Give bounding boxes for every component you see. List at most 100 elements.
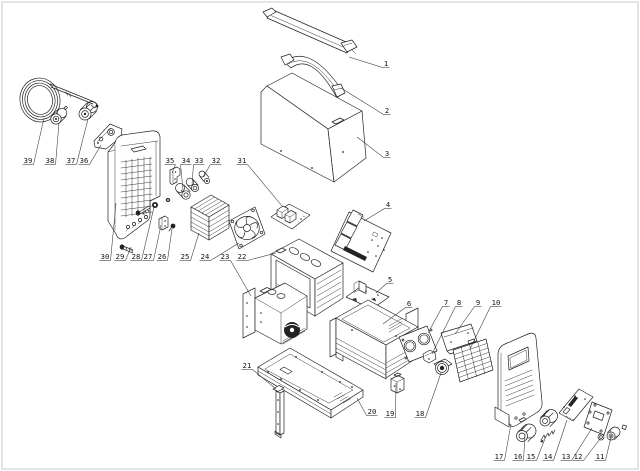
part-number-33: 33 [195, 156, 204, 165]
part-13-overlay-plate [583, 401, 613, 436]
part-32-elbow-fitting [198, 170, 210, 184]
part-39-coiled-cable [19, 77, 99, 123]
callout-6: 6 [382, 299, 413, 325]
callout-26: 26 [156, 228, 173, 261]
callout-37: 37 [65, 118, 89, 165]
part-number-16: 16 [514, 452, 523, 461]
callout-35: 35 [164, 156, 176, 174]
part-number-39: 39 [24, 156, 33, 165]
callout-12: 12 [572, 438, 601, 461]
part-number-13: 13 [562, 452, 571, 461]
part-10-rear-grille [452, 338, 494, 383]
part-35-small-bracket [169, 166, 181, 185]
part-number-10: 10 [492, 298, 501, 307]
callout-2: 2 [340, 87, 391, 115]
part-8-bracket [422, 349, 437, 364]
callout-32: 32 [202, 156, 222, 178]
part-number-20: 20 [368, 407, 377, 416]
part-37-ribbed-knob [78, 101, 98, 121]
part-29-screw [119, 205, 151, 254]
part-number-31: 31 [238, 156, 247, 165]
part-number-35: 35 [166, 156, 175, 165]
part-20-base-plate [257, 347, 364, 419]
part-14-control-pcb [558, 388, 594, 422]
part-number-4: 4 [386, 200, 390, 209]
part-11-small-knob [606, 424, 627, 441]
callout-39: 39 [22, 117, 45, 165]
part-number-32: 32 [212, 156, 221, 165]
part-number-30: 30 [101, 252, 110, 261]
callout-11: 11 [594, 436, 612, 461]
small-nut [165, 198, 171, 202]
callout-31: 31 [236, 156, 283, 207]
callout-15: 15 [525, 435, 547, 461]
part-number-34: 34 [182, 156, 191, 165]
part-number-9: 9 [476, 298, 480, 307]
part-number-1: 1 [384, 59, 388, 68]
callout-5: 5 [375, 275, 394, 294]
part-number-26: 26 [158, 252, 167, 261]
part-17-panel-housing [494, 332, 543, 428]
part-number-2: 2 [385, 106, 389, 115]
part-number-7: 7 [444, 298, 448, 307]
part-25-heatsink-block [190, 194, 230, 241]
part-23-fan-motor-assembly [242, 282, 308, 345]
part-number-14: 14 [544, 452, 553, 461]
callout-33: 33 [191, 156, 205, 186]
part-number-18: 18 [416, 409, 425, 418]
part-number-24: 24 [201, 252, 210, 261]
part-number-29: 29 [116, 252, 125, 261]
part-number-23: 23 [221, 252, 230, 261]
callout-25: 25 [179, 232, 200, 261]
part-number-19: 19 [386, 409, 395, 418]
callout-38: 38 [44, 122, 60, 165]
callout-9: 9 [454, 298, 482, 335]
callout-1: 1 [348, 56, 390, 68]
callout-7: 7 [427, 298, 450, 334]
part-number-36: 36 [80, 156, 89, 165]
part-30-vented-housing [107, 130, 161, 240]
part-24-cooling-fan [228, 206, 266, 250]
part-3-outer-cover [260, 72, 367, 183]
part-26-rivet [168, 223, 176, 232]
callout-4: 4 [363, 200, 392, 222]
part-number-5: 5 [388, 275, 392, 284]
part-number-11: 11 [596, 452, 605, 461]
callout-10: 10 [469, 298, 502, 350]
callout-27: 27 [142, 224, 162, 261]
part-27-clip-plate [158, 215, 169, 231]
callout-17: 17 [493, 423, 512, 461]
part-number-3: 3 [385, 149, 389, 158]
part-18-round-connector [433, 358, 453, 375]
part-31-relay-pcb [270, 203, 311, 230]
part-number-15: 15 [527, 452, 536, 461]
callout-16: 16 [512, 433, 526, 461]
part-5-aux-pcb [345, 280, 390, 310]
part-21-support-bar [272, 385, 285, 439]
part-15-spring [540, 429, 556, 443]
callout-22: 22 [236, 252, 277, 261]
callout-30: 30 [99, 202, 117, 261]
callout-19: 19 [384, 382, 397, 418]
part-number-25: 25 [181, 252, 190, 261]
part-28-hex-nut [152, 202, 158, 208]
part-number-38: 38 [46, 156, 55, 165]
callout-34: 34 [180, 156, 192, 191]
callout-29: 29 [114, 246, 132, 261]
part-38-connector-knob [50, 105, 68, 125]
callout-20: 20 [356, 397, 378, 416]
part-number-6: 6 [407, 299, 411, 308]
part-number-12: 12 [574, 452, 583, 461]
callout-21: 21 [241, 361, 277, 390]
part-number-28: 28 [132, 252, 141, 261]
callout-28: 28 [130, 206, 155, 261]
part-number-22: 22 [238, 252, 247, 261]
part-number-21: 21 [243, 361, 252, 370]
part-number-8: 8 [457, 298, 461, 307]
callout-36: 36 [78, 144, 102, 165]
callout-18: 18 [414, 372, 442, 418]
